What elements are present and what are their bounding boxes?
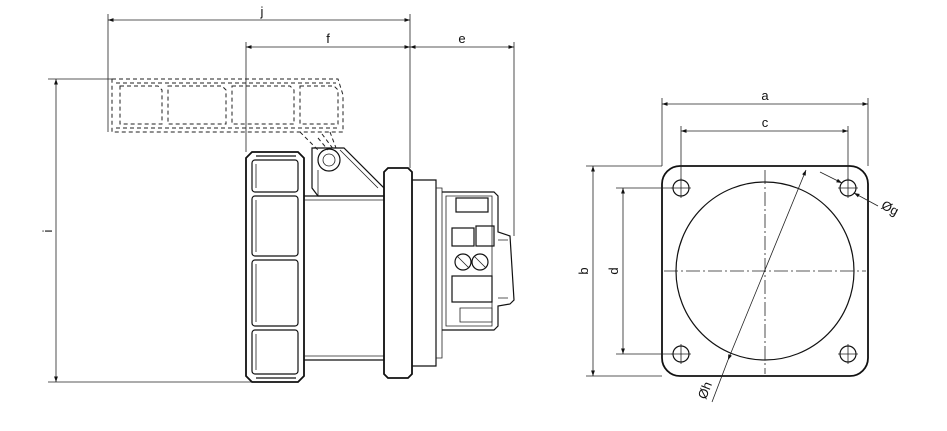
dimension-i: i [40, 79, 58, 382]
dimension-b: b [576, 166, 595, 376]
dimension-g-label: Øg [879, 197, 901, 218]
dimension-e: e [410, 31, 514, 49]
open-lid-dashed [111, 78, 344, 151]
dimension-h-label: Øh [695, 379, 715, 401]
flange-plate [661, 165, 869, 377]
side-view: j f e i [40, 4, 515, 383]
dimension-j: j [108, 4, 410, 22]
dimension-f: f [246, 31, 410, 49]
dimension-c-label: c [762, 115, 769, 130]
front-extension-lines [586, 98, 869, 377]
front-view: a c b d Øg Øh [576, 88, 901, 403]
extension-lines [48, 14, 515, 383]
dimension-a-label: a [761, 88, 769, 103]
hinge [311, 133, 385, 197]
dimension-j-label: j [260, 4, 264, 19]
terminal-block [442, 191, 515, 331]
front-cover [245, 151, 305, 383]
dimension-i-label: i [40, 229, 55, 232]
dimension-b-label: b [576, 267, 591, 274]
mounting-flange [383, 167, 443, 379]
socket-body [304, 195, 385, 361]
dimension-f-label: f [326, 31, 330, 46]
dimension-c: c [681, 115, 848, 133]
dimension-h: Øh [695, 169, 807, 403]
dimension-a: a [662, 88, 868, 106]
dimension-d: d [606, 188, 625, 354]
dimension-d-label: d [606, 267, 621, 274]
dimension-e-label: e [458, 31, 465, 46]
dimension-g: Øg [819, 171, 901, 219]
